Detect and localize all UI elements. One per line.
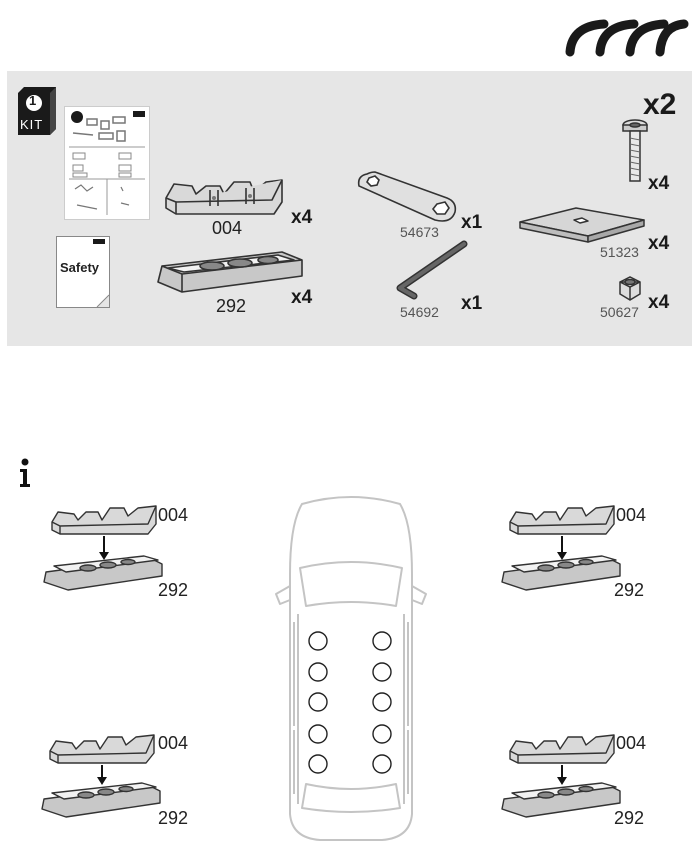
- assembly-label-004: 004: [158, 733, 189, 753]
- allen-key-icon: [396, 240, 468, 300]
- part-label-50627: 50627: [600, 304, 639, 320]
- part-qty-54673: x1: [461, 212, 483, 233]
- sets-multiplier: x2: [643, 88, 677, 121]
- assembly-label-292: 292: [614, 808, 645, 828]
- thule-stripes-logo: [565, 19, 689, 57]
- assembly-label-004: 004: [616, 505, 647, 525]
- foot-clamp-icon: [165, 179, 283, 215]
- plate-icon: [519, 207, 645, 243]
- assembly-label-004: 004: [158, 505, 189, 525]
- safety-document: Safety: [56, 236, 110, 308]
- kit-badge: 1 KIT: [14, 87, 56, 137]
- assembly-label-292: 292: [158, 808, 189, 828]
- car-top-view: [275, 496, 427, 841]
- assembly-label-004: 004: [616, 733, 647, 753]
- foot-assembly-icon: [41, 734, 161, 818]
- part-label-54692: 54692: [400, 304, 439, 320]
- part-label-51323: 51323: [600, 244, 639, 260]
- assembly-label-292: 292: [158, 580, 189, 600]
- part-label-004: 004: [212, 218, 243, 238]
- instruction-booklet-thumbnail: [64, 106, 150, 220]
- assembly-front-right: 004 292: [498, 502, 658, 600]
- kit-box-icon: [18, 87, 56, 135]
- nut-icon: [619, 276, 641, 301]
- part-label-292: 292: [216, 296, 247, 316]
- info-icon: [17, 458, 33, 488]
- part-qty-292: x4: [291, 287, 313, 308]
- bolt-icon: [622, 119, 648, 182]
- foot-pad-icon: [157, 251, 303, 293]
- foot-assembly-icon: [501, 734, 621, 818]
- assembly-rear-right: 004 292: [498, 731, 658, 828]
- kit-number: 1: [29, 93, 37, 108]
- part-qty-54692: x1: [461, 293, 483, 314]
- part-qty-004: x4: [291, 207, 313, 228]
- assembly-rear-left: 004 292: [38, 731, 198, 828]
- part-label-54673: 54673: [400, 224, 439, 240]
- part-qty-51323: x4: [648, 233, 670, 254]
- foot-assembly-icon: [43, 505, 163, 591]
- part-qty-50627: x4: [648, 292, 670, 313]
- foot-assembly-icon: [501, 505, 621, 591]
- wrench-tool-icon: [357, 171, 457, 222]
- assembly-label-292: 292: [614, 580, 645, 600]
- kit-label: KIT: [20, 117, 44, 132]
- safety-label: Safety: [60, 260, 100, 275]
- part-qty-bolt: x4: [648, 173, 670, 194]
- assembly-front-left: 004 292: [40, 502, 200, 600]
